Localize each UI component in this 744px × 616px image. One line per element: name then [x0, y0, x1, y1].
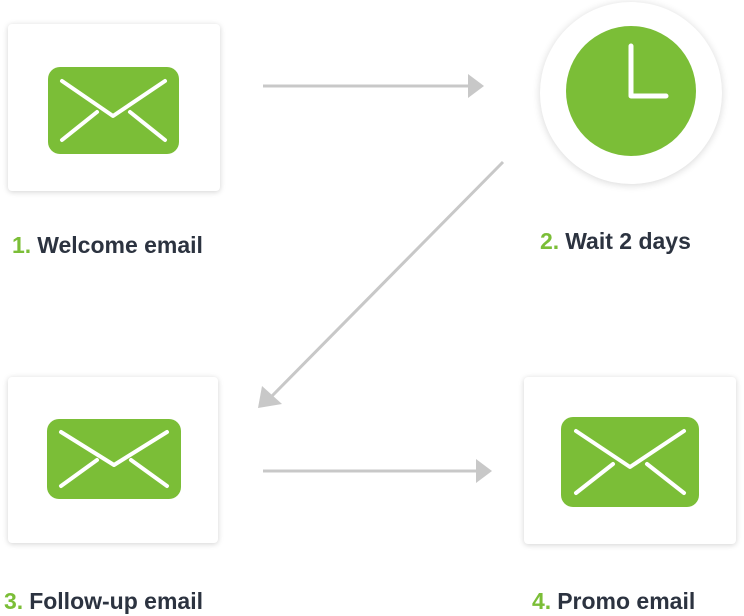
- step-1-number: 1.: [12, 232, 32, 258]
- step-4-card: [524, 377, 736, 544]
- step-4-label: 4.Promo email: [532, 590, 695, 613]
- arrow-3-to-4-head: [476, 459, 492, 483]
- arrow-2-to-3: [268, 160, 505, 400]
- step-1-text: Welcome email: [37, 232, 203, 258]
- clock-icon: [566, 26, 696, 156]
- step-3-text: Follow-up email: [29, 588, 203, 614]
- arrow-2-to-3-head: [258, 386, 282, 408]
- step-1-card: [8, 24, 220, 191]
- envelope-icon: [561, 417, 699, 507]
- step-3-card: [8, 377, 218, 543]
- envelope-icon: [47, 419, 181, 499]
- step-4-number: 4.: [532, 588, 552, 614]
- step-4-text: Promo email: [557, 588, 696, 614]
- envelope-icon: [48, 67, 179, 154]
- arrow-1-to-2-head: [468, 74, 484, 98]
- step-2-text: Wait 2 days: [565, 228, 691, 254]
- step-2-label: 2.Wait 2 days: [540, 230, 691, 253]
- step-1-label: 1.Welcome email: [12, 234, 203, 257]
- step-2-clock-card: [540, 2, 722, 184]
- step-3-label: 3.Follow-up email: [4, 590, 203, 613]
- step-3-number: 3.: [4, 588, 24, 614]
- step-2-number: 2.: [540, 228, 560, 254]
